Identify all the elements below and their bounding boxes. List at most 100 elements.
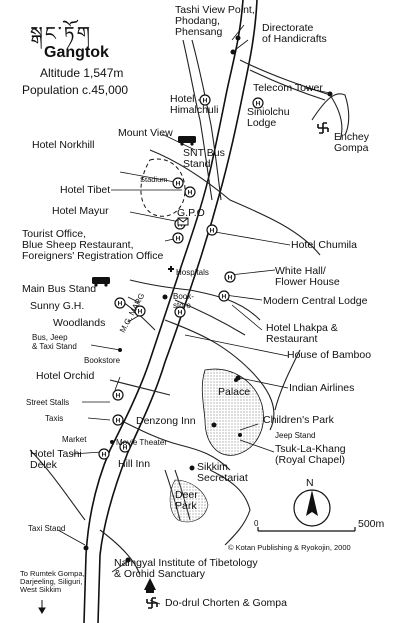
label-modern-central-lodge: Modern Central Lodge — [263, 295, 368, 307]
bookstore-marker — [162, 294, 168, 300]
swastika-icon — [146, 597, 158, 609]
label-bookstore-upper: Book- store — [173, 292, 194, 310]
label-gpo: G.P.O — [177, 207, 205, 219]
namgyal-marker — [125, 557, 131, 563]
label-hotel-tashi-delek: Hotel Tashi Delek — [30, 448, 82, 471]
bus-icon — [92, 277, 110, 287]
hotel-marker-tibet — [184, 186, 196, 198]
hotel-marker-tashidelek — [98, 448, 110, 460]
hotel-marker-sunny — [114, 297, 126, 309]
palace-grounds — [201, 368, 264, 456]
label-to-rumtek: To Rumtek Gompa, Darjeeling, Siliguri, W… — [20, 569, 85, 594]
envelope-icon — [177, 217, 189, 226]
directorate-marker — [230, 49, 236, 55]
label-bookstore-lower: Bookstore — [84, 356, 121, 365]
label-white-hall: White Hall/ Flower House — [275, 265, 340, 288]
label-mount-view: Mount View — [118, 127, 173, 139]
label-house-of-bamboo: House of Bamboo — [287, 349, 372, 361]
label-childrens-park: Children's Park — [263, 414, 334, 426]
label-palace: Palace — [218, 386, 251, 398]
hotel-marker-whitehall — [224, 271, 236, 283]
hotel-marker-tourist — [172, 232, 184, 244]
label-street-stalls: Street Stalls — [26, 398, 70, 407]
label-main-bus-stand: Main Bus Stand — [22, 283, 97, 295]
svg-text:H: H — [138, 309, 143, 316]
label-sikkim-secretariat: Sikkim Secretariat — [197, 461, 248, 484]
indian-airlines-marker — [234, 378, 238, 382]
svg-text:H: H — [222, 294, 227, 301]
label-movie-theater: Movie Theater — [116, 438, 167, 447]
label-do-drul-chorten: Do-drul Chorten & Gompa — [165, 597, 287, 609]
label-namgyal-institute: Namgyal Institute of Tibetology & Orchid… — [114, 557, 258, 580]
market-marker — [110, 440, 114, 444]
tashi-view-point-marker — [235, 35, 241, 41]
cross-icon — [168, 266, 174, 272]
svg-text:H: H — [228, 275, 233, 282]
scale-start-label: 0 — [254, 519, 259, 528]
svg-text:H: H — [188, 190, 193, 197]
label-market: Market — [62, 435, 87, 444]
childrens-park-marker — [211, 422, 217, 428]
label-hotel-chumila: Hotel Chumila — [291, 239, 357, 251]
hotel-marker-hillinn — [119, 441, 131, 453]
label-woodlands: Woodlands — [53, 317, 106, 329]
north-arrow — [293, 489, 331, 527]
hotel-marker-siniolchu — [252, 97, 264, 109]
label-hotel-mayur: Hotel Mayur — [52, 205, 109, 217]
label-tsuk-la-khang: Tsuk-La-Khang (Royal Chapel) — [275, 443, 346, 466]
label-tashi-view-point: Tashi View Point, Phodang, Phensang — [175, 4, 255, 38]
svg-text:H: H — [123, 445, 128, 452]
hotel-marker-denzong — [112, 414, 124, 426]
chorten-icon — [144, 578, 156, 593]
deer-park-area — [169, 479, 209, 523]
svg-text:H: H — [178, 310, 183, 317]
svg-text:H: H — [118, 301, 123, 308]
label-siniolchu-lodge: Siniolchu Lodge — [247, 106, 290, 129]
label-directorate: Directorate of Handicrafts — [262, 22, 327, 45]
label-hospitals: Hospitals — [176, 268, 209, 277]
svg-text:H: H — [176, 181, 181, 188]
secretariat-marker — [189, 465, 195, 471]
bus-jeep-stand-marker — [118, 348, 122, 352]
hotel-marker-norkhill — [172, 177, 184, 189]
hotel-marker-himalchuli — [199, 94, 211, 106]
copyright-text: © Kotan Publishing & Ryokojin, 2000 — [228, 543, 351, 552]
bus-icon — [178, 136, 196, 146]
label-hotel-himalchuli: Hotel Himalchuli — [170, 93, 219, 116]
svg-text:H: H — [176, 236, 181, 243]
label-indian-airlines: Indian Airlines — [289, 382, 355, 394]
label-stadium: Stadium — [140, 175, 168, 184]
label-hotel-norkhill: Hotel Norkhill — [32, 139, 95, 151]
hotel-marker-chumila — [206, 224, 218, 236]
label-bus-jeep-taxi-stand: Bus, Jeep & Taxi Stand — [32, 333, 77, 351]
jeep-stand-marker — [238, 433, 242, 437]
north-label: N — [306, 477, 314, 489]
page-title: Gangtok — [44, 44, 109, 61]
label-denzong-inn: Denzong Inn — [136, 415, 196, 427]
label-hotel-tibet: Hotel Tibet — [60, 184, 111, 196]
scale-end-label: 500m — [358, 518, 385, 530]
hotel-markers — [98, 94, 264, 460]
scale-bar — [257, 527, 356, 532]
label-tourist-office: Tourist Office, Blue Sheep Restaurant, F… — [22, 228, 164, 262]
svg-text:H: H — [102, 452, 107, 459]
label-hill-inn: Hill Inn — [118, 458, 151, 470]
stadium-outline — [140, 158, 186, 217]
label-snt-bus-stand: SNT Bus Stand — [183, 147, 225, 170]
svg-text:H: H — [210, 228, 215, 235]
down-arrow-icon — [38, 600, 46, 614]
svg-text:H: H — [256, 101, 261, 108]
label-enchey-gompa: Enchey Gompa — [334, 131, 370, 154]
population-text: Population c.45,000 — [22, 83, 129, 97]
label-hotel-orchid: Hotel Orchid — [36, 370, 95, 382]
label-telecom-tower: Telecom Tower — [253, 82, 323, 94]
label-hotel-lhakpa: Hotel Lhakpa & Restaurant — [266, 322, 338, 345]
taxi-stand-marker — [83, 545, 89, 551]
label-taxi-stand: Taxi Stand — [28, 524, 66, 533]
svg-text:H: H — [203, 98, 208, 105]
svg-text:H: H — [116, 418, 121, 425]
label-sunny-gh: Sunny G.H. — [30, 300, 85, 312]
altitude-text: Altitude 1,547m — [40, 66, 124, 80]
label-deer-park: Deer Park — [175, 489, 198, 512]
